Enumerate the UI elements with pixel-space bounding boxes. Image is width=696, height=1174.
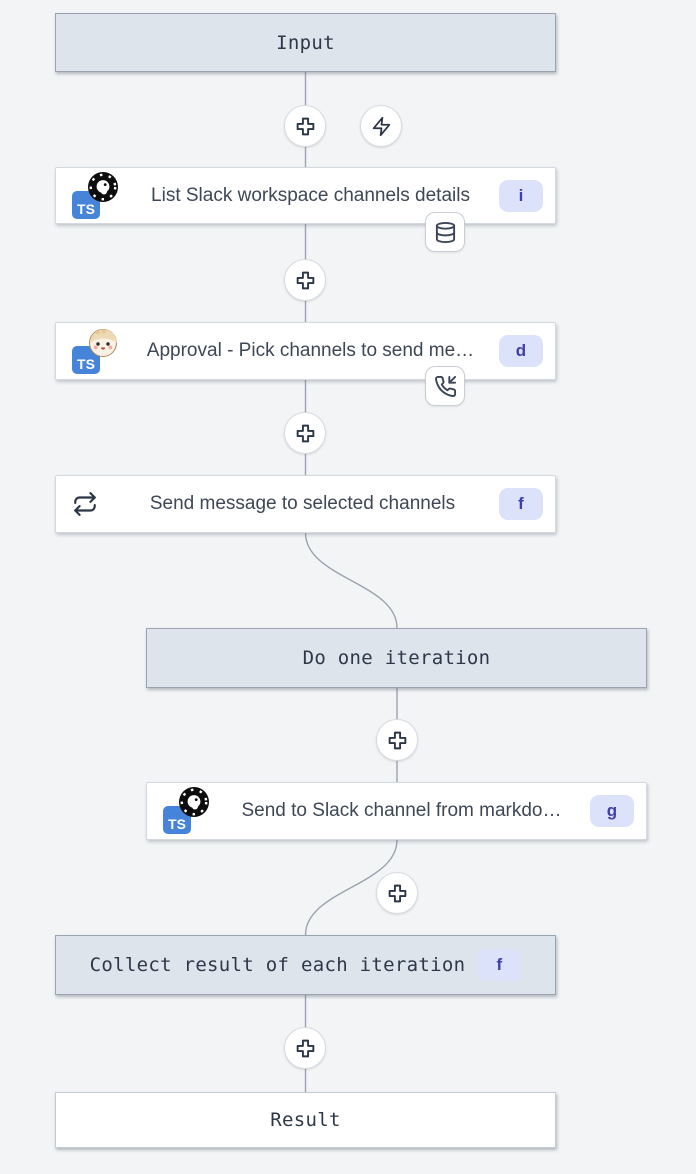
step-title: Send message to selected channels	[149, 493, 456, 514]
cache-settings-chip[interactable]	[425, 212, 465, 252]
deno-icon	[88, 171, 118, 202]
input-node[interactable]: Input	[55, 13, 556, 72]
step-node-send-markdown[interactable]: TS Send to Slack channel from markdo… g	[146, 782, 647, 840]
step-title: List Slack workspace channels details	[151, 184, 470, 206]
zap-icon	[372, 116, 390, 136]
add-trigger-button[interactable]	[360, 105, 402, 147]
result-node[interactable]: Result	[55, 1092, 556, 1148]
collect-result-node[interactable]: Collect result of each iteration f	[55, 935, 556, 995]
step-id-badge: g	[590, 795, 634, 827]
insert-step-button[interactable]	[284, 412, 326, 454]
insert-step-button[interactable]	[376, 719, 418, 761]
deno-icon	[179, 787, 209, 817]
iteration-node[interactable]: Do one iteration	[146, 628, 647, 688]
step-node-list-channels[interactable]: TS List Slack workspace channels details…	[55, 167, 556, 224]
step-node-approval[interactable]: TS Approval - Pick channels to send me… …	[55, 322, 556, 380]
plus-icon	[296, 271, 314, 289]
insert-step-button[interactable]	[284, 1027, 326, 1069]
plus-icon	[296, 1039, 314, 1057]
input-node-label: Input	[276, 31, 335, 54]
plus-icon	[296, 117, 314, 135]
repeat-icon	[74, 492, 96, 516]
insert-step-button[interactable]	[284, 105, 326, 147]
step-title: Send to Slack channel from markdo…	[241, 800, 562, 821]
plus-icon	[388, 731, 406, 749]
language-icon-typescript-bun: TS	[72, 328, 122, 374]
collect-result-label: Collect result of each iteration	[89, 954, 466, 976]
step-title: Approval - Pick channels to send me…	[146, 340, 475, 361]
database-icon	[435, 221, 455, 243]
plus-icon	[388, 884, 406, 902]
phone-incoming-icon	[434, 375, 456, 397]
insert-step-button[interactable]	[376, 872, 418, 914]
plus-icon	[296, 424, 314, 442]
forloop-node[interactable]: Send message to selected channels f	[55, 475, 556, 533]
step-id-badge: f	[477, 949, 522, 981]
suspend-approval-chip[interactable]	[425, 366, 465, 406]
insert-step-button[interactable]	[284, 259, 326, 301]
step-id-badge: i	[499, 179, 543, 212]
bun-icon	[89, 329, 117, 357]
step-id-badge: f	[499, 488, 543, 520]
iteration-node-label: Do one iteration	[302, 647, 491, 669]
language-icon-typescript-deno: TS	[163, 787, 213, 834]
result-node-label: Result	[270, 1109, 341, 1131]
step-id-badge: d	[499, 335, 543, 367]
language-icon-typescript-deno: TS	[72, 171, 122, 219]
